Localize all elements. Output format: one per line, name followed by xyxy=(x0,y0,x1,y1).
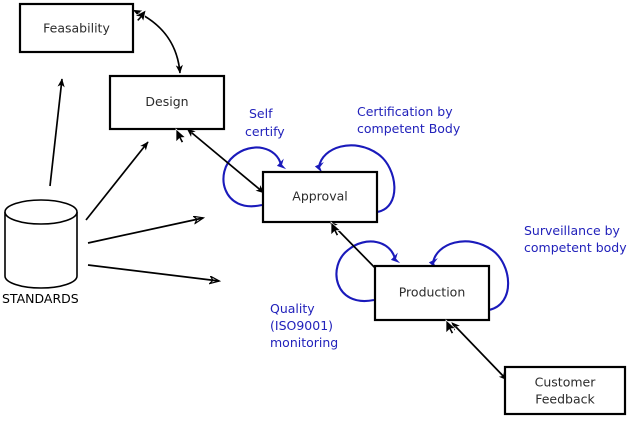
edge-production-customer-feedback xyxy=(451,322,508,381)
edge-standards-feasability xyxy=(49,78,65,187)
annotation-certification-line1: Certification by xyxy=(357,104,453,119)
edge-standards-approval xyxy=(87,218,203,244)
edge-standards-production xyxy=(87,264,219,281)
node-customer-feedback[interactable]: Customer Feedback xyxy=(503,365,627,416)
annotation-certification-by-competent-body: Certification by competent Body xyxy=(357,104,461,136)
node-production-label: Production xyxy=(399,285,466,300)
annotation-quality-line2: (ISO9001) xyxy=(270,318,333,333)
annotation-surveillance-by-competent-body: Surveillance by competent body xyxy=(524,223,627,255)
annotation-surveillance-line1: Surveillance by xyxy=(524,223,621,238)
loop-certification-by-competent-body xyxy=(314,144,396,214)
node-customer-feedback-label-line1: Customer xyxy=(535,375,597,390)
annotation-quality-line1: Quality xyxy=(270,301,315,316)
cursor-mark-feasability xyxy=(133,9,147,23)
node-approval-label: Approval xyxy=(292,189,347,204)
annotation-quality-iso9001-monitoring: Quality (ISO9001) monitoring xyxy=(270,301,338,350)
annotation-self-certify-line2: certify xyxy=(245,124,285,139)
annotation-self-certify-line1: Self xyxy=(249,106,273,121)
node-standards-label: STANDARDS xyxy=(2,291,79,306)
cursor-mark-design xyxy=(175,128,187,144)
annotation-certification-line2: competent Body xyxy=(357,121,461,136)
cursor-mark-production xyxy=(445,319,457,335)
node-standards[interactable]: STANDARDS xyxy=(2,199,79,306)
annotation-self-certify: Self certify xyxy=(245,106,285,139)
node-production[interactable]: Production xyxy=(373,264,491,322)
node-feasability[interactable]: Feasability xyxy=(18,2,135,54)
node-design-label: Design xyxy=(145,94,188,109)
node-approval[interactable]: Approval xyxy=(261,170,379,224)
edge-design-approval xyxy=(186,128,265,194)
annotation-quality-line3: monitoring xyxy=(270,335,338,350)
loop-surveillance xyxy=(428,240,510,312)
edge-feasability-design xyxy=(132,9,183,74)
edge-standards-design xyxy=(85,141,149,221)
annotation-surveillance-line2: competent body xyxy=(524,240,627,255)
node-feasability-label: Feasability xyxy=(43,21,110,36)
node-design[interactable]: Design xyxy=(108,74,226,131)
cursor-mark-approval xyxy=(330,221,342,237)
node-customer-feedback-label-line2: Feedback xyxy=(535,392,595,407)
